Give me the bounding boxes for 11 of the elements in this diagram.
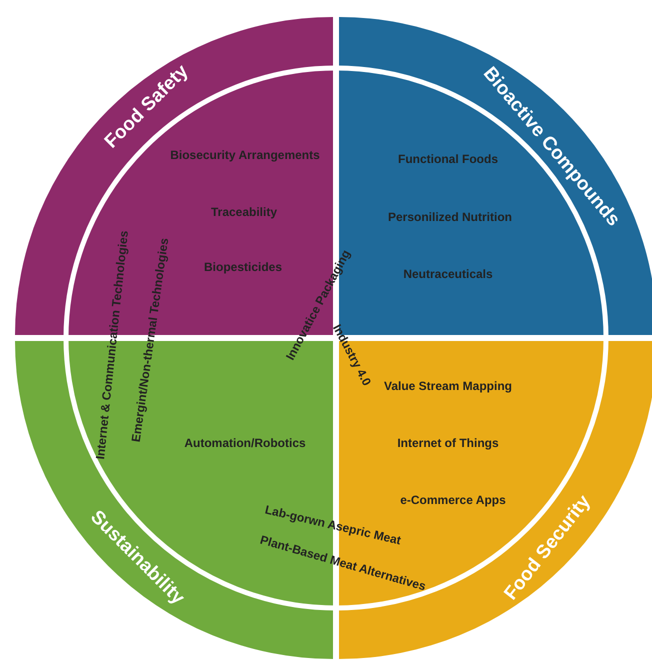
topic-label: Personilized Nutrition [388,210,512,224]
topic-label: Value Stream Mapping [384,379,512,393]
topic-label: Neutraceuticals [403,267,493,281]
topic-label: e-Commerce Apps [400,493,506,507]
topic-label: Traceability [210,205,278,219]
topic-label: Internet of Things [397,436,499,450]
topic-label: Functional Foods [398,152,498,166]
technology-label: Internet & Communication Technologies [93,230,131,460]
topic-label: Biopesticides [204,260,282,274]
topic-label: Automation/Robotics [184,436,306,450]
topic-label: Biosecurity Arrangements [170,148,320,162]
